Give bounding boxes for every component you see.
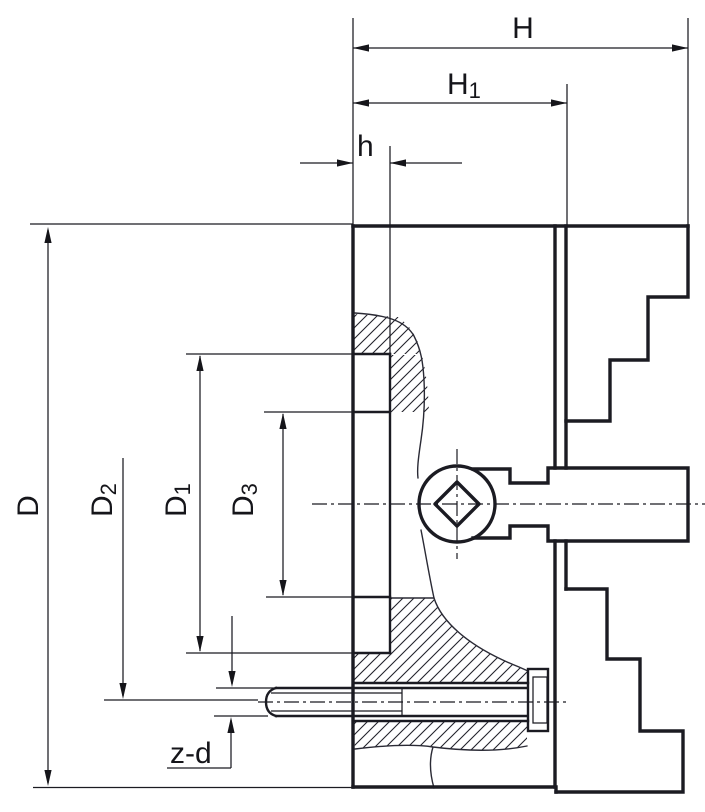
dim-zd: z-d	[167, 616, 284, 770]
dim-label-D: D	[12, 495, 45, 517]
top-jaw	[564, 224, 690, 423]
dim-label-D2: D2	[86, 483, 121, 517]
dim-label-h: h	[357, 130, 374, 163]
square-socket	[433, 480, 481, 528]
dim-D1: D1	[160, 353, 353, 654]
dim-label-H: H	[512, 12, 534, 45]
dim-label-D3: D3	[227, 483, 262, 517]
dim-H: H	[352, 12, 689, 226]
chuck-body-outline	[351, 224, 690, 794]
dim-label-H1: H1	[447, 68, 481, 103]
screw-head-inner	[532, 676, 548, 724]
section-hatching	[353, 314, 528, 751]
dim-label-zd: z-d	[170, 737, 212, 770]
dim-label-D1: D1	[160, 483, 195, 517]
bottom-jaw	[554, 587, 685, 794]
dim-D: D	[12, 223, 353, 789]
break-lines	[354, 312, 529, 789]
dim-D2: D2	[86, 458, 258, 701]
screw-head	[526, 667, 550, 733]
dim-D3: D3	[227, 411, 353, 598]
dim-H1: H1	[353, 68, 568, 226]
mounting-screw	[264, 667, 550, 733]
centerlines	[258, 449, 705, 703]
dim-h: h	[300, 130, 462, 354]
